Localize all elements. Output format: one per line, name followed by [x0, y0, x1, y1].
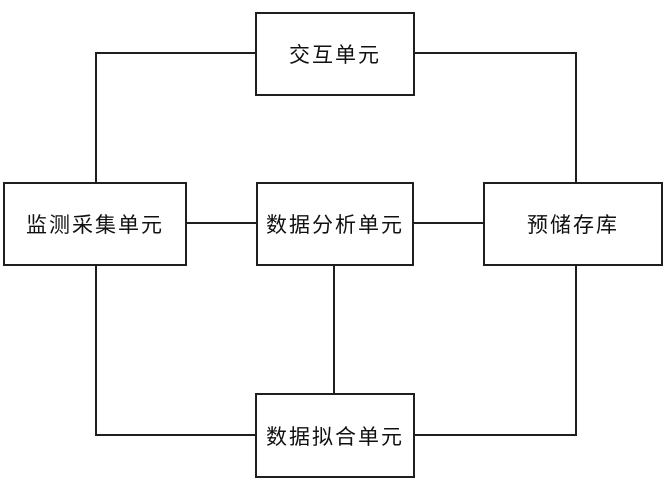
node-data-fitting-unit-label: 数据拟合单元: [266, 425, 404, 449]
node-data-fitting-unit: 数据拟合单元: [255, 393, 415, 478]
edge-monitor-fitting-vertical: [95, 266, 97, 436]
node-prestorage-library-label: 预储存库: [527, 214, 619, 237]
node-interaction-unit-label: 交互单元: [289, 44, 381, 67]
node-monitoring-collection-unit: 监测采集单元: [3, 182, 187, 266]
node-monitoring-collection-unit-label: 监测采集单元: [26, 214, 164, 237]
edge-storage-fitting-vertical: [575, 266, 577, 436]
node-prestorage-library: 预储存库: [483, 182, 663, 266]
edge-interaction-storage-vertical: [575, 52, 577, 182]
edge-monitor-fitting-horizontal: [95, 434, 255, 436]
edge-interaction-storage-horizontal: [415, 52, 577, 54]
edge-interaction-monitor-vertical: [95, 52, 97, 182]
node-interaction-unit: 交互单元: [255, 12, 415, 96]
edge-interaction-monitor-horizontal: [95, 52, 255, 54]
edge-analysis-storage: [414, 222, 483, 224]
node-data-analysis-unit: 数据分析单元: [256, 182, 414, 266]
edge-storage-fitting-horizontal: [415, 434, 577, 436]
edge-monitor-analysis: [187, 222, 256, 224]
node-data-analysis-unit-label: 数据分析单元: [266, 214, 404, 237]
edge-analysis-fitting: [333, 266, 335, 393]
